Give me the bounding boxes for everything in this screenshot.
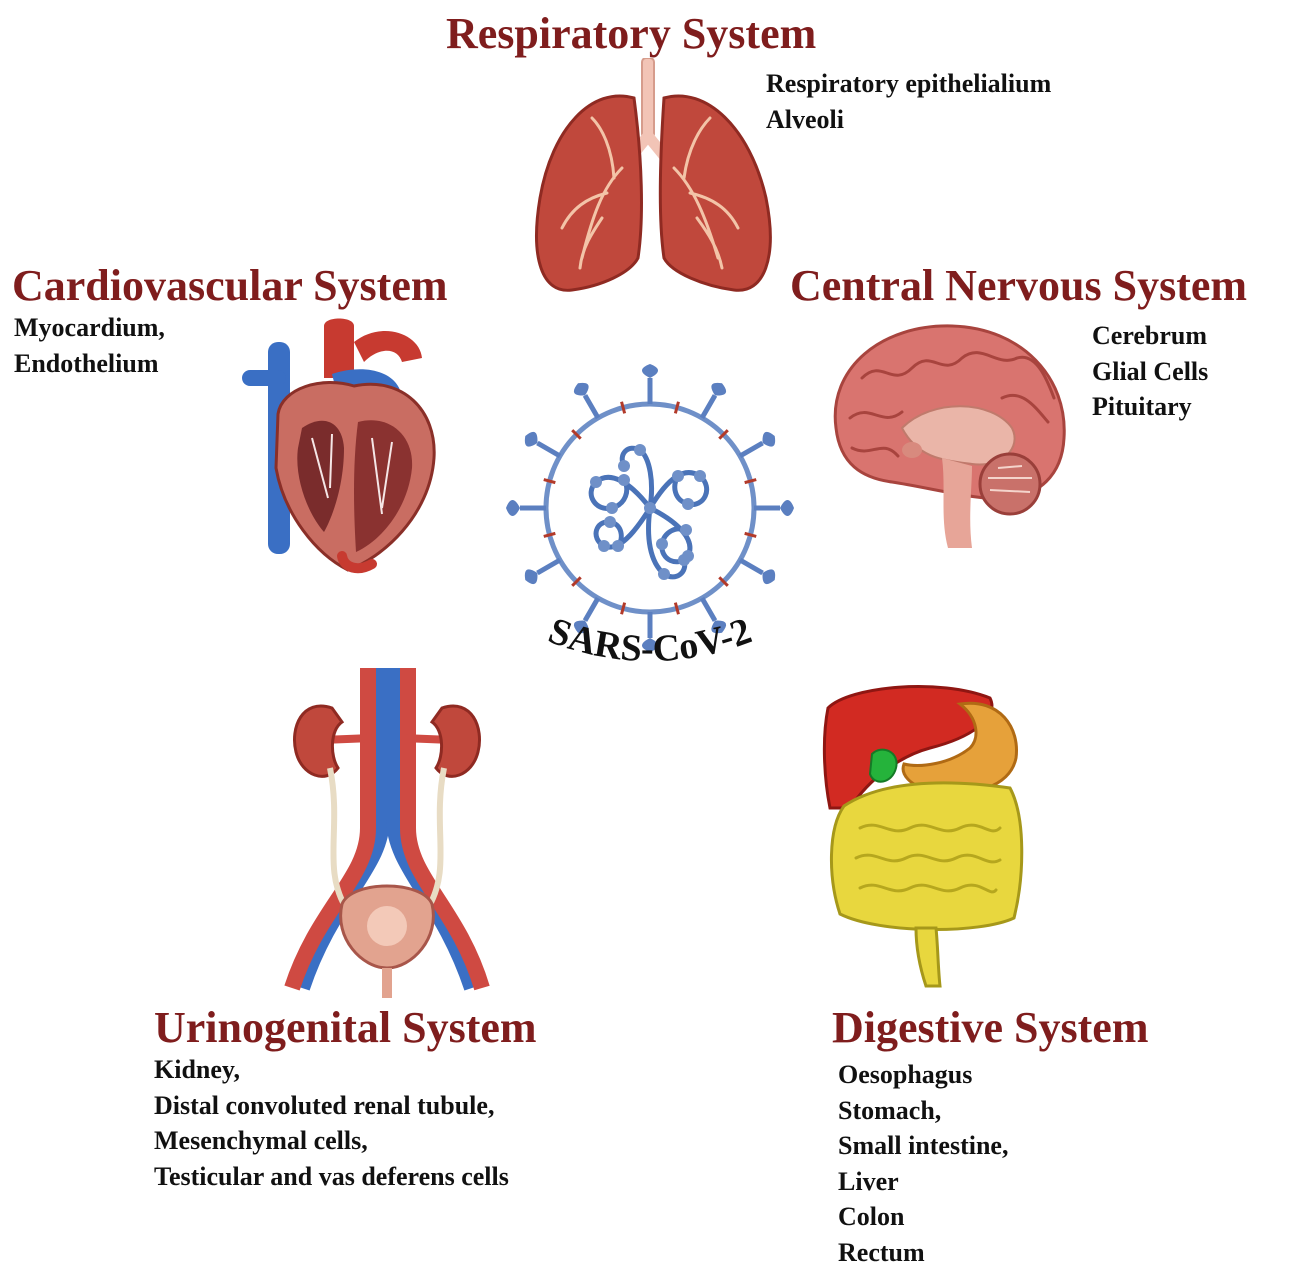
virus-rna-bead: [694, 470, 706, 482]
virus-rna-bead: [682, 498, 694, 510]
central-nervous-system-title: Central Nervous System: [790, 264, 1247, 308]
virus-spike: [702, 598, 715, 621]
list-item: Pituitary: [1092, 389, 1208, 425]
virus-spike-head: [642, 364, 658, 378]
brain-icon: [822, 318, 1072, 550]
virus-rna-bead: [612, 540, 624, 552]
virus-spike: [537, 560, 560, 573]
virus-spike: [740, 443, 763, 456]
list-item: Myocardium,: [14, 310, 165, 346]
virus-spike-head: [574, 383, 589, 396]
list-item: Stomach,: [838, 1093, 1008, 1129]
cardiovascular-system-list: Myocardium, Endothelium: [14, 310, 165, 381]
virus-spike: [702, 395, 715, 418]
virus-spike-head: [763, 569, 776, 584]
virus-spike-head: [780, 500, 794, 516]
virus-rna-bead: [634, 444, 646, 456]
virus-spike: [537, 443, 560, 456]
digestive-system-title: Digestive System: [832, 1006, 1149, 1050]
list-item: Oesophagus: [838, 1057, 1008, 1093]
list-item: Mesenchymal cells,: [154, 1123, 509, 1159]
virus-rna-bead: [606, 502, 618, 514]
list-item: Colon: [838, 1199, 1008, 1235]
virus-spike-head: [711, 383, 726, 396]
respiratory-system-title: Respiratory System: [446, 12, 816, 56]
lungs-icon: [522, 58, 792, 303]
virus-rna-bead: [590, 476, 602, 488]
virus-spike-head: [525, 569, 538, 584]
urinogenital-system-list: Kidney, Distal convoluted renal tubule, …: [154, 1052, 509, 1194]
central-nervous-system-list: Cerebrum Glial Cells Pituitary: [1092, 318, 1208, 425]
respiratory-system-list: Respiratory epithelialium Alveoli: [766, 66, 1051, 137]
virus-rna-bead: [618, 460, 630, 472]
virus-spike-head: [763, 432, 776, 447]
list-item: Cerebrum: [1092, 318, 1208, 354]
virus-spike-head: [506, 500, 520, 516]
virus-spike: [585, 395, 598, 418]
list-item: Endothelium: [14, 346, 165, 382]
list-item: Respiratory epithelialium: [766, 66, 1051, 102]
list-item: Kidney,: [154, 1052, 509, 1088]
virus-rna-bead: [672, 470, 684, 482]
digestive-system-list: Oesophagus Stomach, Small intestine, Liv…: [838, 1057, 1008, 1270]
virus-rna-bead: [680, 524, 692, 536]
list-item: Small intestine,: [838, 1128, 1008, 1164]
digestive-organs-icon: [820, 678, 1030, 990]
virus-spike-head: [525, 432, 538, 447]
virus-spike: [585, 598, 598, 621]
list-item: Alveoli: [766, 102, 1051, 138]
kidneys-bladder-icon: [282, 668, 492, 1006]
heart-icon: [232, 318, 452, 580]
virus-rna-bead: [598, 540, 610, 552]
list-item: Testicular and vas deferens cells: [154, 1159, 509, 1195]
cardiovascular-system-title: Cardiovascular System: [12, 264, 448, 308]
virus-rna-bead: [656, 538, 668, 550]
list-item: Glial Cells: [1092, 354, 1208, 390]
list-item: Distal convoluted renal tubule,: [154, 1088, 509, 1124]
virus-icon: SARS-CoV-2: [500, 362, 800, 722]
virus-rna-bead: [678, 554, 690, 566]
virus-rna-bead: [618, 474, 630, 486]
virus-rna-bead: [604, 516, 616, 528]
virus-spike: [740, 560, 763, 573]
virus-rna-bead: [644, 502, 656, 514]
virus-rna-bead: [658, 568, 670, 580]
urinogenital-system-title: Urinogenital System: [154, 1006, 537, 1050]
list-item: Liver: [838, 1164, 1008, 1200]
